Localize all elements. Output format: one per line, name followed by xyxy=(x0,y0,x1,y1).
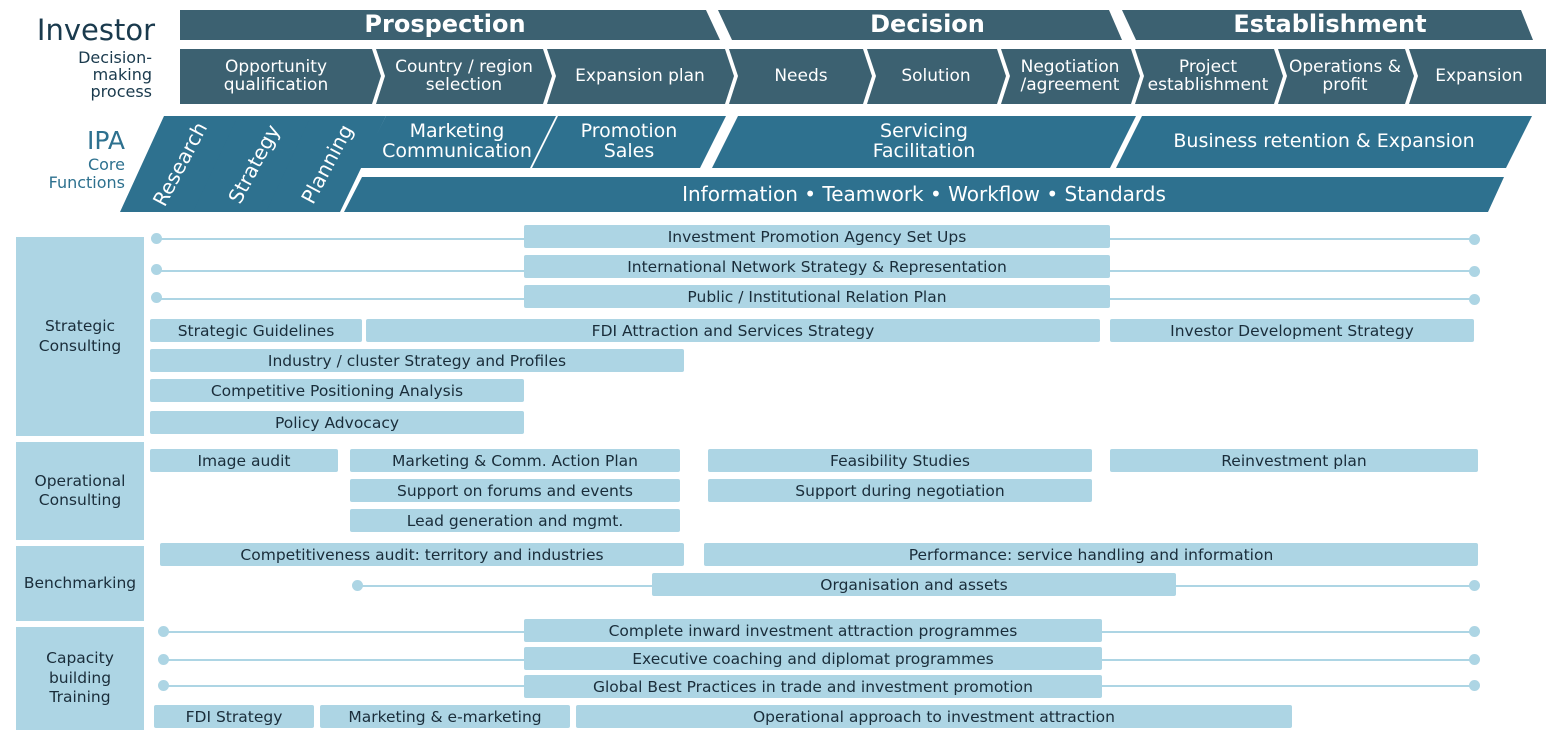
stage-project-establishment: Project establishment xyxy=(1147,56,1269,95)
promotion-shape xyxy=(532,116,726,168)
phase-establishment: Establishment xyxy=(1233,10,1427,39)
service-organisation-assets: Organisation and assets xyxy=(652,573,1176,596)
service-executive-coaching: Executive coaching and diplomat programm… xyxy=(524,647,1102,670)
category-strategic-consulting: Strategic Consulting xyxy=(16,237,144,436)
ipa-title: IPA xyxy=(87,126,125,155)
stage-7-shape xyxy=(1135,49,1283,104)
stage-negotiation: Negotiation /agreement xyxy=(1020,56,1120,95)
timeline-dot xyxy=(1469,654,1480,665)
strategy-shape xyxy=(193,116,313,212)
ipa-info-bar: Information • Teamwork • Workflow • Stan… xyxy=(682,182,1166,206)
servicing-shape xyxy=(712,116,1136,168)
stage-opportunity-qualification: Opportunity qualification xyxy=(223,56,329,95)
timeline-dot xyxy=(1469,266,1480,277)
retention-shape xyxy=(1116,116,1532,168)
service-inward-investment-programmes: Complete inward investment attraction pr… xyxy=(524,619,1102,642)
service-lead-generation: Lead generation and mgmt. xyxy=(350,509,680,532)
service-reinvestment-plan: Reinvestment plan xyxy=(1110,449,1478,472)
timeline-dot xyxy=(158,654,169,665)
stage-1-shape xyxy=(180,49,381,104)
service-competitive-positioning: Competitive Positioning Analysis xyxy=(150,379,524,402)
stage-expansion: Expansion xyxy=(1435,65,1523,86)
investor-title: Investor xyxy=(36,13,155,47)
category-capacity-building: Capacity building Training xyxy=(16,627,144,730)
ipa-marketing: Marketing Communication xyxy=(382,120,532,162)
service-operational-approach: Operational approach to investment attra… xyxy=(576,705,1292,728)
stage-expansion-plan: Expansion plan xyxy=(575,65,705,86)
timeline-dot xyxy=(1469,580,1480,591)
stage-5-shape xyxy=(867,49,1006,104)
phase-decision: Decision xyxy=(870,10,985,39)
marketing-shape xyxy=(360,116,556,168)
timeline-dot xyxy=(151,233,162,244)
service-global-best-practices: Global Best Practices in trade and inves… xyxy=(524,675,1102,698)
phase-prospection-shape xyxy=(180,10,720,40)
service-policy-advocacy: Policy Advocacy xyxy=(150,411,524,434)
stage-6-shape xyxy=(1001,49,1140,104)
service-ipa-setups: Investment Promotion Agency Set Ups xyxy=(524,225,1110,248)
category-benchmarking: Benchmarking xyxy=(16,546,144,621)
stage-solution: Solution xyxy=(901,65,971,86)
ipa-promotion: Promotion Sales xyxy=(580,120,678,162)
timeline-dot xyxy=(1469,234,1480,245)
stage-3-shape xyxy=(547,49,734,104)
service-investor-development: Investor Development Strategy xyxy=(1110,319,1474,342)
stage-operations-profit: Operations & profit xyxy=(1288,56,1402,95)
timeline-dot xyxy=(1469,680,1480,691)
phase-decision-shape xyxy=(718,10,1122,40)
service-feasibility-studies: Feasibility Studies xyxy=(708,449,1092,472)
stage-8-shape xyxy=(1278,49,1414,104)
service-strategic-guidelines: Strategic Guidelines xyxy=(150,319,362,342)
info-bar-shape xyxy=(344,177,1504,212)
ipa-servicing: Servicing Facilitation xyxy=(872,120,976,162)
timeline-dot xyxy=(151,292,162,303)
stage-2-shape xyxy=(376,49,552,104)
stage-country-selection: Country / region selection xyxy=(395,56,533,95)
stage-9-shape xyxy=(1409,49,1546,104)
investor-subtitle: Decision- making process xyxy=(78,48,152,102)
ipa-subtitle: Core Functions xyxy=(48,155,125,192)
service-fdi-strategy: FDI Strategy xyxy=(154,705,314,728)
stage-needs: Needs xyxy=(774,65,828,86)
service-marketing-action-plan: Marketing & Comm. Action Plan xyxy=(350,449,680,472)
phase-prospection: Prospection xyxy=(364,10,526,39)
ipa-retention: Business retention & Expansion xyxy=(1173,130,1475,153)
service-marketing-emarketing: Marketing & e-marketing xyxy=(320,705,570,728)
service-competitiveness-audit: Competitiveness audit: territory and ind… xyxy=(160,543,684,566)
service-negotiation-support: Support during negotiation xyxy=(708,479,1092,502)
category-operational-consulting: Operational Consulting xyxy=(16,442,144,540)
process-chevrons xyxy=(120,10,1546,212)
service-image-audit: Image audit xyxy=(150,449,338,472)
phase-establishment-shape xyxy=(1122,10,1533,40)
service-performance: Performance: service handling and inform… xyxy=(704,543,1478,566)
service-fdi-attraction-strategy: FDI Attraction and Services Strategy xyxy=(366,319,1100,342)
planning-shape xyxy=(266,116,386,212)
service-industry-cluster: Industry / cluster Strategy and Profiles xyxy=(150,349,684,372)
timeline-dot xyxy=(158,680,169,691)
service-international-network: International Network Strategy & Represe… xyxy=(524,255,1110,278)
stage-4-shape xyxy=(729,49,872,104)
research-shape xyxy=(120,116,240,212)
timeline-dot xyxy=(1469,626,1480,637)
timeline-dot xyxy=(352,580,363,591)
timeline-dot xyxy=(151,264,162,275)
timeline-dot xyxy=(1469,294,1480,305)
service-public-relation-plan: Public / Institutional Relation Plan xyxy=(524,285,1110,308)
service-forums-events: Support on forums and events xyxy=(350,479,680,502)
timeline-dot xyxy=(158,626,169,637)
